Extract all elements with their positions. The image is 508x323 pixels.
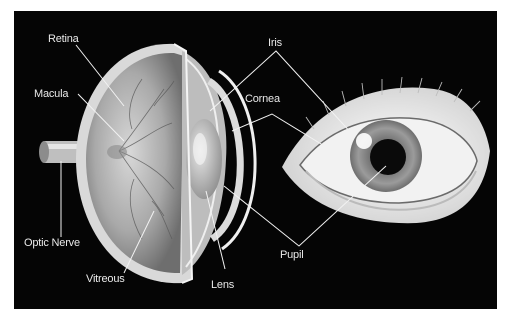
label-retina: Retina bbox=[48, 33, 79, 45]
label-lens: Lens bbox=[211, 279, 234, 291]
label-macula: Macula bbox=[34, 88, 68, 100]
label-cornea: Cornea bbox=[245, 93, 280, 105]
label-vitreous: Vitreous bbox=[86, 273, 125, 285]
eye-anatomy-diagram bbox=[14, 11, 497, 309]
external-eye bbox=[282, 77, 490, 223]
label-optic-nerve: Optic Nerve bbox=[24, 237, 80, 249]
label-iris: Iris bbox=[268, 37, 282, 49]
label-pupil: Pupil bbox=[280, 249, 303, 261]
diagram-panel: Retina Macula Optic Nerve Vitreous Iris … bbox=[14, 11, 497, 309]
pupil bbox=[370, 139, 406, 175]
